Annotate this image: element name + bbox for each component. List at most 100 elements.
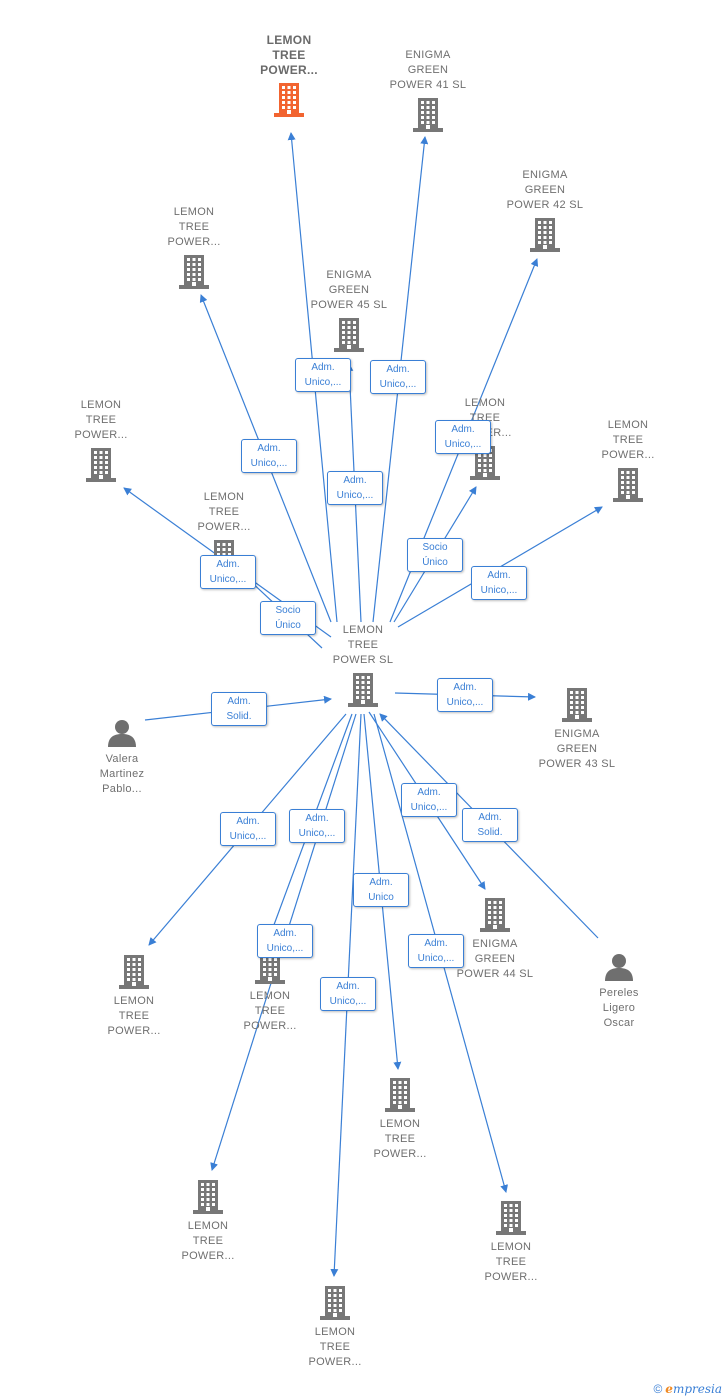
relationship-label[interactable]: Adm.Unico,... <box>241 439 297 473</box>
node-label-line: GREEN <box>556 743 598 755</box>
node-label-line: LEMON <box>203 491 245 503</box>
relationship-label[interactable]: Adm.Unico,... <box>435 420 491 454</box>
relationship-label-line: Socio <box>422 542 448 553</box>
relationship-label-line: Unico,... <box>446 697 484 708</box>
relationship-label[interactable]: Adm.Unico,... <box>327 471 383 505</box>
node-label-line: TREE <box>347 639 379 651</box>
relationship-label-line: Adm. <box>273 928 297 939</box>
relationship-label-line: Unico,... <box>336 490 374 501</box>
node-label-line: LEMON <box>266 33 312 47</box>
node-label-line: ENIGMA <box>405 49 451 61</box>
node-label-line: TREE <box>118 1010 150 1022</box>
relationship-label-line: Adm. <box>236 816 260 827</box>
relationship-label-line: Adm. <box>453 682 477 693</box>
relationship-label[interactable]: Adm.Unico,... <box>408 934 464 968</box>
relationship-label[interactable]: Adm.Unico,... <box>401 783 457 817</box>
relationship-label[interactable]: Adm.Unico,... <box>370 360 426 394</box>
footer-credit: ©empresia <box>653 1382 722 1396</box>
node-label-line: LEMON <box>249 990 291 1002</box>
node-label-line: TREE <box>272 48 306 62</box>
node-label-line: POWER... <box>260 63 318 77</box>
node-label-line: POWER... <box>373 1148 427 1160</box>
relationship-label[interactable]: Adm. Solid. <box>462 808 518 842</box>
person-icon <box>559 952 679 982</box>
node-label-line: POWER... <box>601 449 655 461</box>
brand-logo[interactable]: empresia <box>665 1382 722 1396</box>
node-label-line: POWER... <box>484 1271 538 1283</box>
node-label-line: ENIGMA <box>326 269 372 281</box>
relationship-label-line: Unico,... <box>298 828 336 839</box>
copyright-symbol: © <box>653 1382 663 1396</box>
node-label-line: ENIGMA <box>554 728 600 740</box>
node-label-line: Oscar <box>603 1017 635 1029</box>
node-label-line: POWER... <box>197 521 251 533</box>
relationship-label[interactable]: Adm. Unico,... <box>295 358 351 392</box>
relationship-label[interactable]: Adm.Unico,... <box>200 555 256 589</box>
relationship-label-line: Único <box>422 557 448 568</box>
relationship-label[interactable]: Adm.Solid. <box>211 692 267 726</box>
node-label-line: Pablo... <box>102 783 142 795</box>
node-label-line: ENIGMA <box>472 938 518 950</box>
node-label-line: TREE <box>495 1256 527 1268</box>
relationship-label[interactable]: Adm.Unico,... <box>320 977 376 1011</box>
relationship-label-line: Unico,... <box>480 585 518 596</box>
relationship-label-line: Unico,... <box>379 379 417 390</box>
node-label-line: LEMON <box>379 1118 421 1130</box>
relationship-label[interactable]: Adm.Unico,... <box>257 924 313 958</box>
relationship-label[interactable]: Adm.Unico <box>353 873 409 907</box>
node-label: ENIGMA GREEN POWER 45 SL <box>289 268 409 313</box>
relationship-label-line: Unico,... <box>304 377 342 388</box>
building-icon <box>134 254 254 290</box>
node-label-line: POWER 41 SL <box>389 79 467 91</box>
node-label-line: LEMON <box>173 206 215 218</box>
relationship-label[interactable]: Adm.Unico,... <box>289 809 345 843</box>
node-label-line: TREE <box>612 434 644 446</box>
node-label-line: TREE <box>85 414 117 426</box>
node-label-line: POWER... <box>167 236 221 248</box>
relationship-label-line: Adm. <box>451 424 475 435</box>
node-label-line: GREEN <box>328 284 370 296</box>
relationship-label[interactable]: Adm.Unico,... <box>220 812 276 846</box>
person-icon <box>62 718 182 748</box>
node-label-line: TREE <box>178 221 210 233</box>
relationship-label-line: Adm. <box>227 696 251 707</box>
company-node[interactable]: LEMON TREE POWER... <box>134 205 254 290</box>
relationship-label-line: Socio <box>275 605 301 616</box>
relationship-label-line: Adm. <box>478 812 502 823</box>
company-node[interactable]: ENIGMA GREEN POWER 45 SL <box>289 268 409 353</box>
relationship-label[interactable]: Adm. Unico,... <box>437 678 493 712</box>
relationship-label-line: Solid. <box>477 827 503 838</box>
node-label-line: POWER 45 SL <box>310 299 388 311</box>
building-icon <box>435 897 555 933</box>
relationship-label-line: Adm. <box>311 362 335 373</box>
building-icon <box>289 317 409 353</box>
relationship-label[interactable]: Adm.Unico,... <box>471 566 527 600</box>
node-label-line: POWER... <box>74 429 128 441</box>
